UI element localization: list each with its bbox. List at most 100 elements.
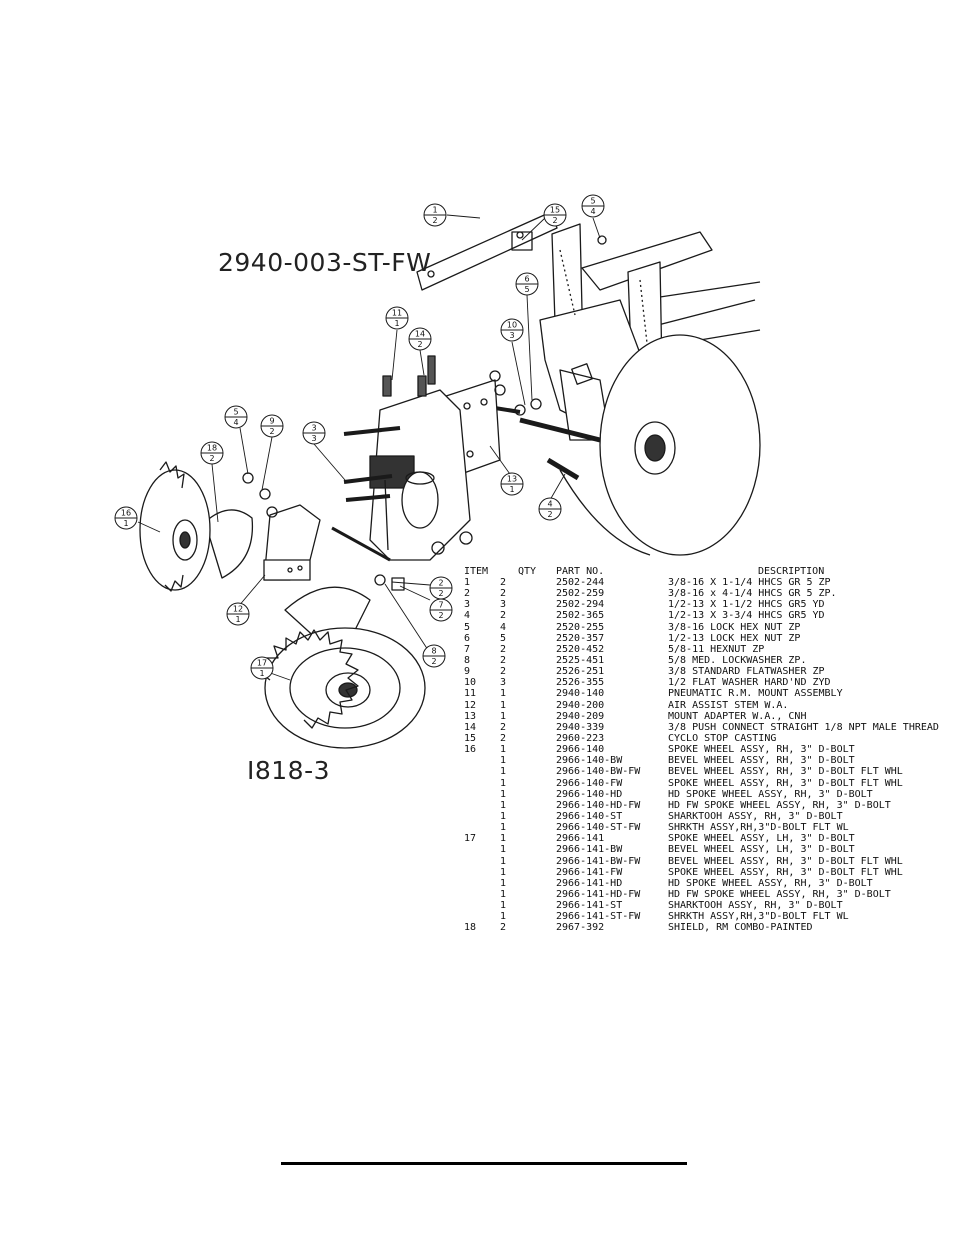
part-no-cell: 2966-140-BW-FW	[556, 766, 641, 778]
qty-cell: 1	[500, 889, 507, 900]
qty-cell: 2	[500, 577, 507, 589]
part-no-cell: 2966-141-ST	[556, 900, 623, 912]
description-cell: 1/2-13 X 3-3/4 HHCS GR5 YD	[668, 610, 825, 622]
part-no-cell: 2502-244	[556, 577, 605, 589]
description-cell: PNEUMATIC R.M. MOUNT ASSEMBLY	[668, 688, 843, 700]
balloon-qty: 3	[311, 434, 316, 443]
description-cell: HD SPOKE WHEEL ASSY, RH, 3" D-BOLT	[668, 877, 873, 889]
part-no-cell: 2966-141-HD	[556, 877, 623, 889]
balloon-item-number: 13	[507, 475, 517, 484]
balloon-item-number: 7	[438, 601, 443, 610]
item-cell: 8	[464, 655, 471, 667]
description-cell: 5/8-11 HEXNUT ZP	[668, 643, 765, 655]
item-cell: 9	[464, 666, 471, 678]
balloon-item-number: 5	[590, 197, 595, 206]
balloon-qty: 2	[209, 454, 214, 463]
balloon-qty: 2	[438, 611, 443, 620]
qty-cell: 2	[500, 733, 507, 745]
part-no-cell: 2940-140	[556, 688, 605, 700]
description-cell: AIR ASSIST STEM W.A.	[668, 699, 789, 711]
item-cell: 16	[464, 744, 477, 756]
part-no-cell: 2940-209	[556, 710, 605, 722]
balloon-item-number: 6	[524, 275, 529, 284]
description-cell: 3/8 STANDARD FLATWASHER ZP	[668, 666, 825, 678]
description-cell: BEVEL WHEEL ASSY, LH, 3" D-BOLT	[668, 844, 855, 856]
qty-cell: 1	[500, 866, 507, 878]
description-cell: 1/2-13 LOCK HEX NUT ZP	[668, 632, 801, 644]
item-cell: 18	[464, 922, 477, 934]
part-no-cell: 2966-141	[556, 833, 605, 845]
item-cell: 13	[464, 710, 477, 722]
header-description: DESCRIPTION	[758, 565, 825, 577]
description-cell: 1/2-13 X 1-1/2 HHCS GR5 YD	[668, 599, 825, 611]
item-cell: 1	[464, 577, 471, 589]
part-no-cell: 2966-141-FW	[556, 866, 623, 878]
header-qty: QTY	[518, 565, 537, 577]
balloon-item-number: 10	[507, 321, 517, 330]
qty-cell: 2	[500, 610, 507, 622]
description-cell: HD FW SPOKE WHEEL ASSY, RH, 3" D-BOLT	[668, 799, 891, 811]
part-no-cell: 2966-141-ST-FW	[556, 911, 641, 923]
qty-cell: 1	[500, 710, 507, 722]
part-no-cell: 2525-451	[556, 655, 605, 667]
part-no-cell: 2966-141-HD-FW	[556, 889, 641, 900]
description-cell: SHRKTH ASSY,RH,3"D-BOLT FLT WL	[668, 911, 849, 923]
part-no-cell: 2967-392	[556, 922, 605, 934]
part-no-cell: 2940-200	[556, 699, 605, 711]
part-no-cell: 2966-140-FW	[556, 777, 623, 789]
header-part-no: PART NO.	[556, 565, 605, 577]
item-cell: 10	[464, 677, 477, 689]
description-cell: SPOKE WHEEL ASSY, LH, 3" D-BOLT	[668, 833, 855, 845]
balloon-item-number: 16	[121, 509, 131, 518]
item-cell: 5	[464, 621, 471, 633]
qty-cell: 2	[500, 721, 507, 733]
balloon-item-number: 12	[233, 605, 243, 614]
part-no-cell: 2520-357	[556, 632, 605, 644]
balloon-qty: 2	[552, 216, 557, 225]
qty-cell: 2	[500, 588, 507, 600]
description-cell: MOUNT ADAPTER W.A., CNH	[668, 710, 807, 722]
qty-cell: 1	[500, 844, 507, 856]
balloon-qty: 1	[509, 485, 514, 494]
qty-cell: 1	[500, 766, 507, 778]
description-cell: SPOKE WHEEL ASSY, RH, 3" D-BOLT FLT WHL	[668, 866, 903, 878]
table-row: 1 2966-141-FW SPOKE WHEEL ASSY, RH, 3" D-B…	[462, 867, 942, 878]
part-no-cell: 2966-141-BW-FW	[556, 855, 641, 867]
part-no-cell: 2526-355	[556, 677, 605, 689]
bolts-item-3	[331, 426, 401, 562]
qty-cell: 4	[500, 621, 507, 633]
description-cell: HD SPOKE WHEEL ASSY, RH, 3" D-BOLT	[668, 788, 873, 800]
description-cell: SHRKTH ASSY,RH,3"D-BOLT FLT WL	[668, 822, 849, 834]
description-cell: SPOKE WHEEL ASSY, RH, 3" D-BOLT FLT WHL	[668, 777, 903, 789]
balloon-qty: 2	[269, 427, 274, 436]
qty-cell: 5	[500, 632, 507, 644]
part-no-cell: 2966-140-HD-FW	[556, 799, 641, 811]
item-cell: 17	[464, 833, 477, 845]
qty-cell: 1	[500, 699, 507, 711]
description-cell: SHARKTOOH ASSY, RH, 3" D-BOLT	[668, 900, 843, 912]
balloon-qty: 1	[259, 669, 264, 678]
balloon-item-number: 1	[432, 206, 437, 215]
part-no-cell: 2966-140-ST	[556, 811, 623, 823]
description-cell: SHARKTOOH ASSY, RH, 3" D-BOLT	[668, 811, 843, 823]
part-no-cell: 2960-223	[556, 733, 605, 745]
part-no-cell: 2966-140-ST-FW	[556, 822, 641, 834]
table-row: 13 1 2940-209 MOUNT ADAPTER W.A., CNH	[462, 711, 942, 722]
description-cell: CYCLO STOP CASTING	[668, 733, 777, 745]
qty-cell: 1	[500, 744, 507, 756]
coulter-disc	[559, 334, 761, 556]
leader-lines	[137, 214, 601, 681]
